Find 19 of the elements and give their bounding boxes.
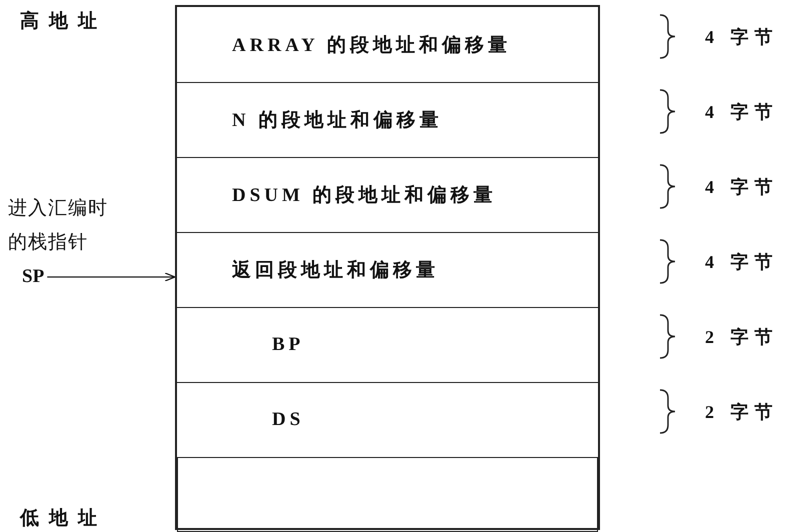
stack-frame (175, 5, 600, 530)
byte-size-label: 4 字节 (705, 100, 778, 124)
byte-size-label: 4 字节 (705, 250, 778, 274)
byte-size-label: 2 字节 (705, 326, 778, 348)
slot-label: ARRAY 的段地址和偏移量 (232, 34, 511, 58)
byte-size-label: 2 字节 (705, 400, 778, 424)
address-label: 低地址 (20, 507, 107, 531)
byte-size-label: 4 字节 (705, 26, 778, 48)
slot-label: DS (272, 409, 304, 431)
slot-label: N 的段地址和偏移量 (232, 108, 442, 133)
pointer-label: 进入汇编时的栈指针 (8, 197, 109, 255)
stack-slot (177, 457, 598, 532)
byte-size-label: 4 字节 (705, 176, 778, 198)
slot-label: BP (272, 334, 304, 356)
address-label: 高地址 (20, 10, 107, 34)
register-label: SP (22, 265, 44, 289)
arrow (47, 272, 176, 282)
slot-label: 返回段地址和偏移量 (232, 258, 439, 283)
slot-label: DSUM 的段地址和偏移量 (232, 184, 497, 208)
